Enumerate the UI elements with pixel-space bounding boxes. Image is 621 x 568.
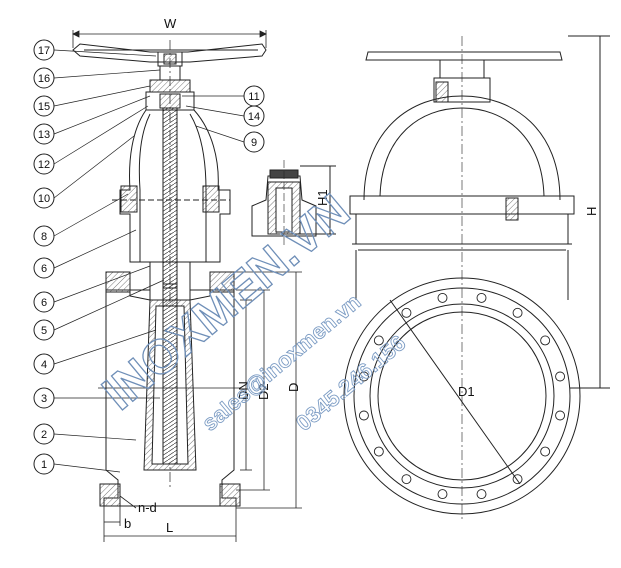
handwheel-left (72, 43, 267, 63)
balloon-2: 2 (33, 423, 137, 445)
balloon-label: 2 (41, 429, 47, 441)
balloon-5: 5 (33, 279, 165, 341)
bolt-hole (476, 489, 487, 500)
dim-b: b (124, 516, 131, 531)
balloon-label: 5 (41, 325, 47, 337)
dim-D1: D1 (458, 384, 475, 399)
dim-D2: D2 (256, 383, 271, 400)
dim-nd: n-d (138, 500, 157, 515)
balloon-13: 13 (33, 95, 151, 145)
balloon-label: 10 (38, 193, 50, 205)
balloon-6: 6 (33, 229, 137, 279)
bolt-hole (401, 307, 412, 318)
balloon-label: 15 (38, 101, 50, 113)
bolt-hole (437, 292, 448, 303)
balloon-label: 9 (251, 137, 257, 149)
balloon-label: 3 (41, 393, 47, 405)
balloon-label: 8 (41, 231, 47, 243)
balloon-12: 12 (33, 105, 149, 175)
bolt-hole (373, 446, 384, 457)
dim-H1: H1 (315, 189, 330, 206)
bolt-hole (358, 371, 369, 382)
dim-D: D (286, 383, 301, 392)
bolt-hole (512, 307, 523, 318)
balloon-4: 4 (33, 329, 157, 375)
bonnet (119, 109, 231, 263)
front-view (343, 35, 610, 520)
balloon-8: 8 (33, 193, 129, 247)
dim-H: H (584, 207, 599, 216)
bolt-hole (373, 335, 384, 346)
balloon-label: 13 (38, 129, 50, 141)
detail-view-h1 (251, 160, 336, 246)
balloon-label: 12 (38, 159, 50, 171)
balloon-label: 4 (41, 359, 47, 371)
watermark-main: INOXMEN.VN (93, 184, 360, 420)
dim-L: L (166, 520, 173, 535)
bolt-hole (512, 474, 523, 485)
balloon-10: 10 (33, 135, 135, 209)
section-view (72, 40, 267, 507)
balloon-17: 17 (33, 39, 157, 61)
balloon-label: 6 (41, 263, 47, 275)
bolt-hole (540, 335, 551, 346)
balloon-9: 9 (195, 125, 265, 153)
bolt-hole (358, 410, 369, 421)
balloon-11: 11 (182, 85, 265, 107)
flange-bolt-holes (358, 292, 566, 500)
balloon-1: 1 (33, 453, 121, 475)
balloon-label: 16 (38, 73, 50, 85)
balloon-label: 11 (248, 91, 259, 103)
dim-DN: DN (236, 381, 251, 400)
left-dimensions (72, 30, 302, 542)
bolt-hole (540, 446, 551, 457)
balloon-3: 3 (33, 387, 160, 409)
balloon-label: 6 (41, 297, 47, 309)
balloon-label: 1 (41, 459, 47, 471)
bolt-hole (437, 489, 448, 500)
balloon-6: 6 (33, 265, 151, 313)
balloon-16: 16 (33, 67, 161, 89)
bolt-hole (476, 292, 487, 303)
balloon-14: 14 (185, 105, 265, 127)
balloon-label: 17 (38, 45, 50, 57)
bolt-hole (401, 474, 412, 485)
balloon-label: 14 (248, 111, 260, 123)
balloon-15: 15 (33, 85, 151, 117)
bolt-hole (555, 410, 566, 421)
dim-W: W (164, 16, 177, 31)
bolt-hole (555, 371, 566, 382)
